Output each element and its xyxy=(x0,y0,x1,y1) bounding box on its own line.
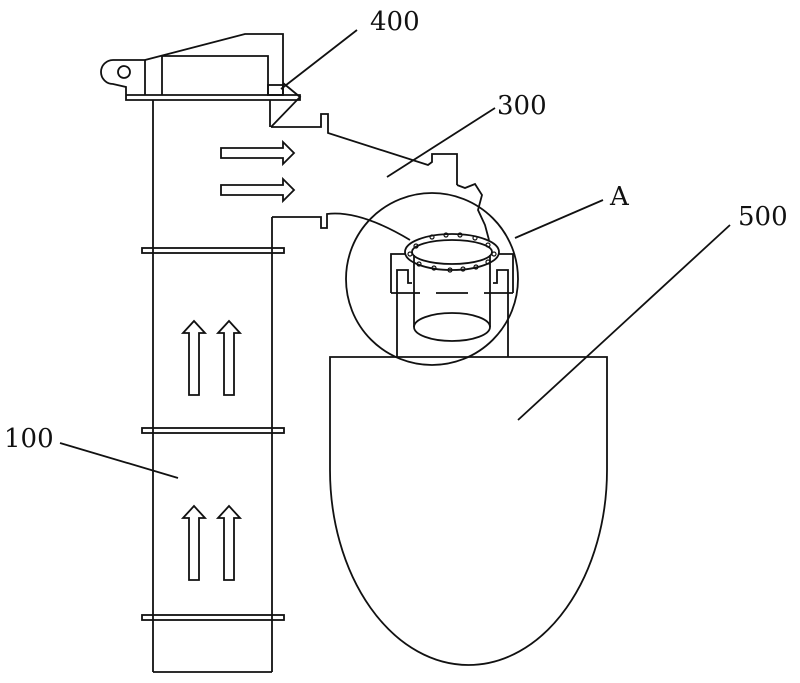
arrow-right-icon xyxy=(220,139,296,167)
arrow-up-icon xyxy=(180,504,208,581)
top-assembly-400 xyxy=(100,33,302,128)
label-a: A xyxy=(609,182,630,212)
label-500: 500 xyxy=(738,202,788,232)
lifting-eye xyxy=(117,65,131,79)
label-300: 300 xyxy=(497,91,547,121)
flange-3 xyxy=(141,614,285,621)
arrow-up-icon xyxy=(215,504,243,581)
vessel-500 xyxy=(329,356,608,666)
arrow-up-icon xyxy=(180,319,208,396)
flow-arrows xyxy=(180,139,296,581)
duct-300 xyxy=(271,113,490,241)
bolt-holes xyxy=(407,232,497,273)
arrow-up-icon xyxy=(215,319,243,396)
leader-lines xyxy=(59,29,731,479)
label-400: 400 xyxy=(370,7,420,37)
flange-2 xyxy=(141,427,285,434)
arrow-right-icon xyxy=(220,176,296,204)
column-100 xyxy=(141,100,285,673)
label-100: 100 xyxy=(4,424,54,454)
detail-a xyxy=(345,192,519,366)
flange-1 xyxy=(141,247,285,254)
